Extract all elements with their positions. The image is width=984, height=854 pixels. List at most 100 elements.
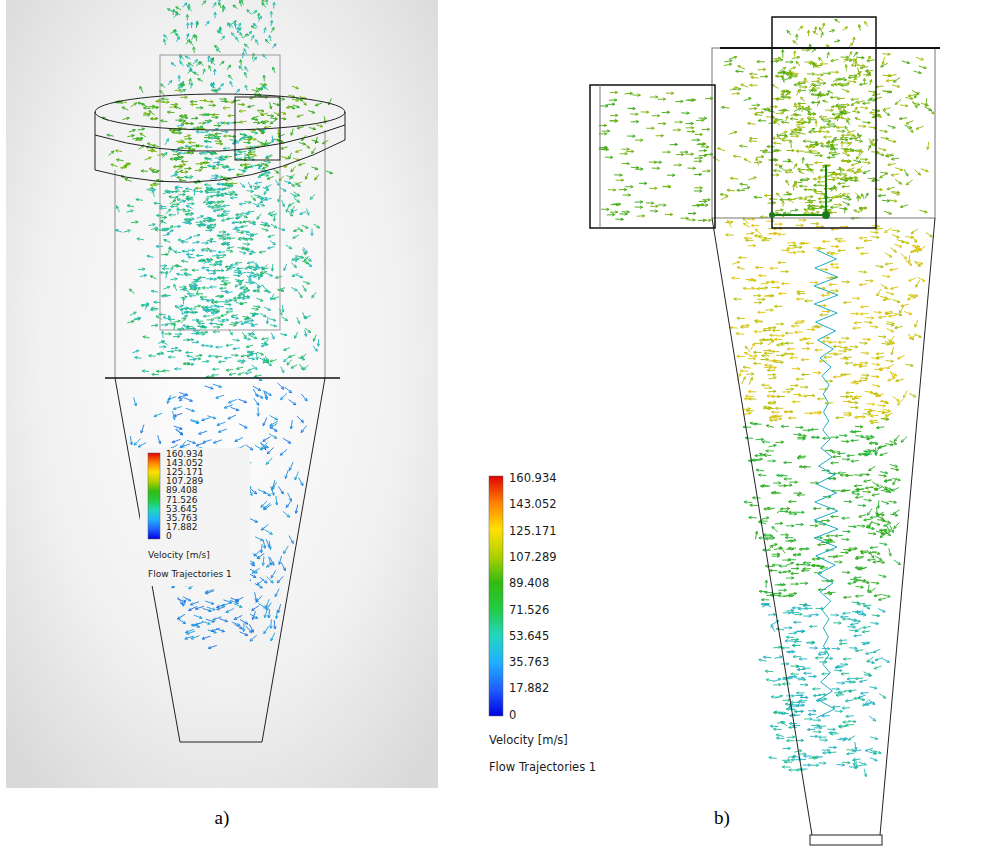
trajectory-arrow — [306, 209, 309, 216]
trajectory-arrow — [235, 283, 241, 287]
trajectory-arrow — [817, 181, 825, 184]
trajectory-arrow — [827, 52, 830, 58]
trajectory-arrow — [135, 139, 142, 142]
trajectory-arrow — [245, 85, 247, 91]
trajectory-arrow — [173, 335, 180, 338]
trajectory-arrow — [134, 397, 137, 406]
trajectory-arrow — [779, 67, 786, 71]
trajectory-arrow — [619, 153, 627, 156]
trajectory-arrow — [196, 22, 199, 28]
trajectory-arrow — [203, 315, 210, 318]
trajectory-arrow — [211, 58, 214, 63]
trajectory-arrow — [267, 447, 273, 454]
trajectory-arrow — [252, 606, 260, 611]
trajectory-arrow — [831, 71, 839, 74]
trajectory-arrow — [138, 443, 146, 447]
trajectory-arrow — [749, 137, 757, 140]
trajectory-arrow — [125, 179, 132, 182]
trajectory-arrow — [810, 169, 814, 174]
trajectory-arrow — [248, 357, 255, 360]
trajectory-arrow — [202, 636, 211, 639]
trajectory-arrow — [305, 258, 311, 262]
trajectory-arrow — [823, 100, 829, 102]
trajectory-arrow — [190, 83, 193, 89]
trajectory-arrow — [608, 189, 616, 192]
trajectory-arrow — [857, 196, 860, 202]
trajectory-arrow — [219, 84, 223, 88]
trajectory-arrow — [180, 90, 185, 93]
trajectory-arrow — [201, 114, 208, 117]
trajectory-arrow — [206, 191, 213, 194]
trajectory-arrow — [278, 98, 285, 101]
trajectory-arrow — [311, 167, 318, 170]
trajectory-arrow — [830, 173, 838, 176]
trajectory-arrow — [237, 267, 244, 270]
trajectory-arrow — [239, 251, 246, 254]
trajectory-arrow — [209, 66, 212, 72]
trajectory-arrow — [182, 250, 189, 253]
trajectory-arrow — [699, 149, 707, 152]
trajectory-arrow — [141, 304, 148, 307]
trajectory-arrow — [798, 26, 803, 30]
trajectory-arrow — [207, 56, 210, 62]
trajectory-arrow — [830, 206, 838, 209]
trajectory-arrow — [228, 191, 235, 194]
trajectory-arrow — [160, 216, 167, 219]
trajectory-arrow — [190, 602, 199, 605]
trajectory-arrow — [844, 207, 847, 213]
trajectory-arrow — [827, 200, 832, 203]
trajectory-arrow — [184, 398, 192, 402]
trajectory-arrow — [630, 113, 638, 116]
trajectory-arrow — [171, 30, 176, 33]
trajectory-arrow — [151, 290, 158, 293]
trajectory-arrow — [284, 348, 290, 351]
trajectory-arrow — [732, 92, 740, 95]
trajectory-arrow — [842, 104, 850, 107]
trajectory-arrow — [650, 96, 658, 99]
trajectory-arrow — [204, 261, 211, 264]
trajectory-arrow — [675, 100, 683, 103]
trajectory-arrow — [302, 225, 308, 228]
trajectory-arrow — [221, 301, 228, 304]
trajectory-arrow — [181, 318, 186, 323]
trajectory-arrow — [259, 604, 267, 609]
trajectory-arrow — [845, 126, 848, 131]
trajectory-arrow — [164, 294, 171, 297]
trajectory-arrow — [313, 346, 317, 352]
trajectory-arrow — [193, 47, 196, 53]
trajectory-arrow — [821, 131, 829, 134]
trajectory-arrow — [688, 99, 696, 102]
trajectory-arrow — [207, 299, 214, 302]
trajectory-arrow — [790, 118, 798, 121]
trajectory-arrow — [156, 100, 163, 103]
trajectory-arrow — [218, 28, 221, 34]
trajectory-arrow — [201, 242, 208, 245]
trajectory-arrow — [269, 319, 276, 322]
trajectory-arrow — [185, 219, 192, 222]
trajectory-arrow — [222, 165, 229, 168]
trajectory-arrow — [203, 608, 212, 611]
trajectory-arrow — [269, 102, 272, 109]
trajectory-arrow — [287, 360, 292, 365]
trajectory-arrow — [232, 142, 239, 145]
trajectory-arrow — [818, 197, 826, 200]
trajectory-arrow — [681, 112, 689, 115]
trajectory-arrow — [140, 86, 143, 92]
trajectory-arrow — [204, 140, 211, 143]
trajectory-arrow — [249, 275, 256, 278]
trajectory-arrow — [830, 96, 838, 99]
trajectory-arrow — [220, 61, 225, 65]
trajectory-arrow — [169, 196, 176, 199]
trajectory-arrow — [305, 173, 308, 179]
trajectory-arrow — [843, 27, 848, 31]
trajectory-arrow — [268, 235, 275, 238]
trajectory-arrow — [312, 292, 316, 298]
trajectory-arrow — [217, 122, 224, 125]
trajectory-arrow — [191, 624, 200, 627]
trajectory-arrow — [236, 213, 243, 216]
trajectory-arrow — [291, 167, 296, 172]
trajectory-arrow — [203, 198, 208, 203]
trajectory-arrow — [253, 290, 260, 293]
trajectory-arrow — [156, 352, 163, 355]
